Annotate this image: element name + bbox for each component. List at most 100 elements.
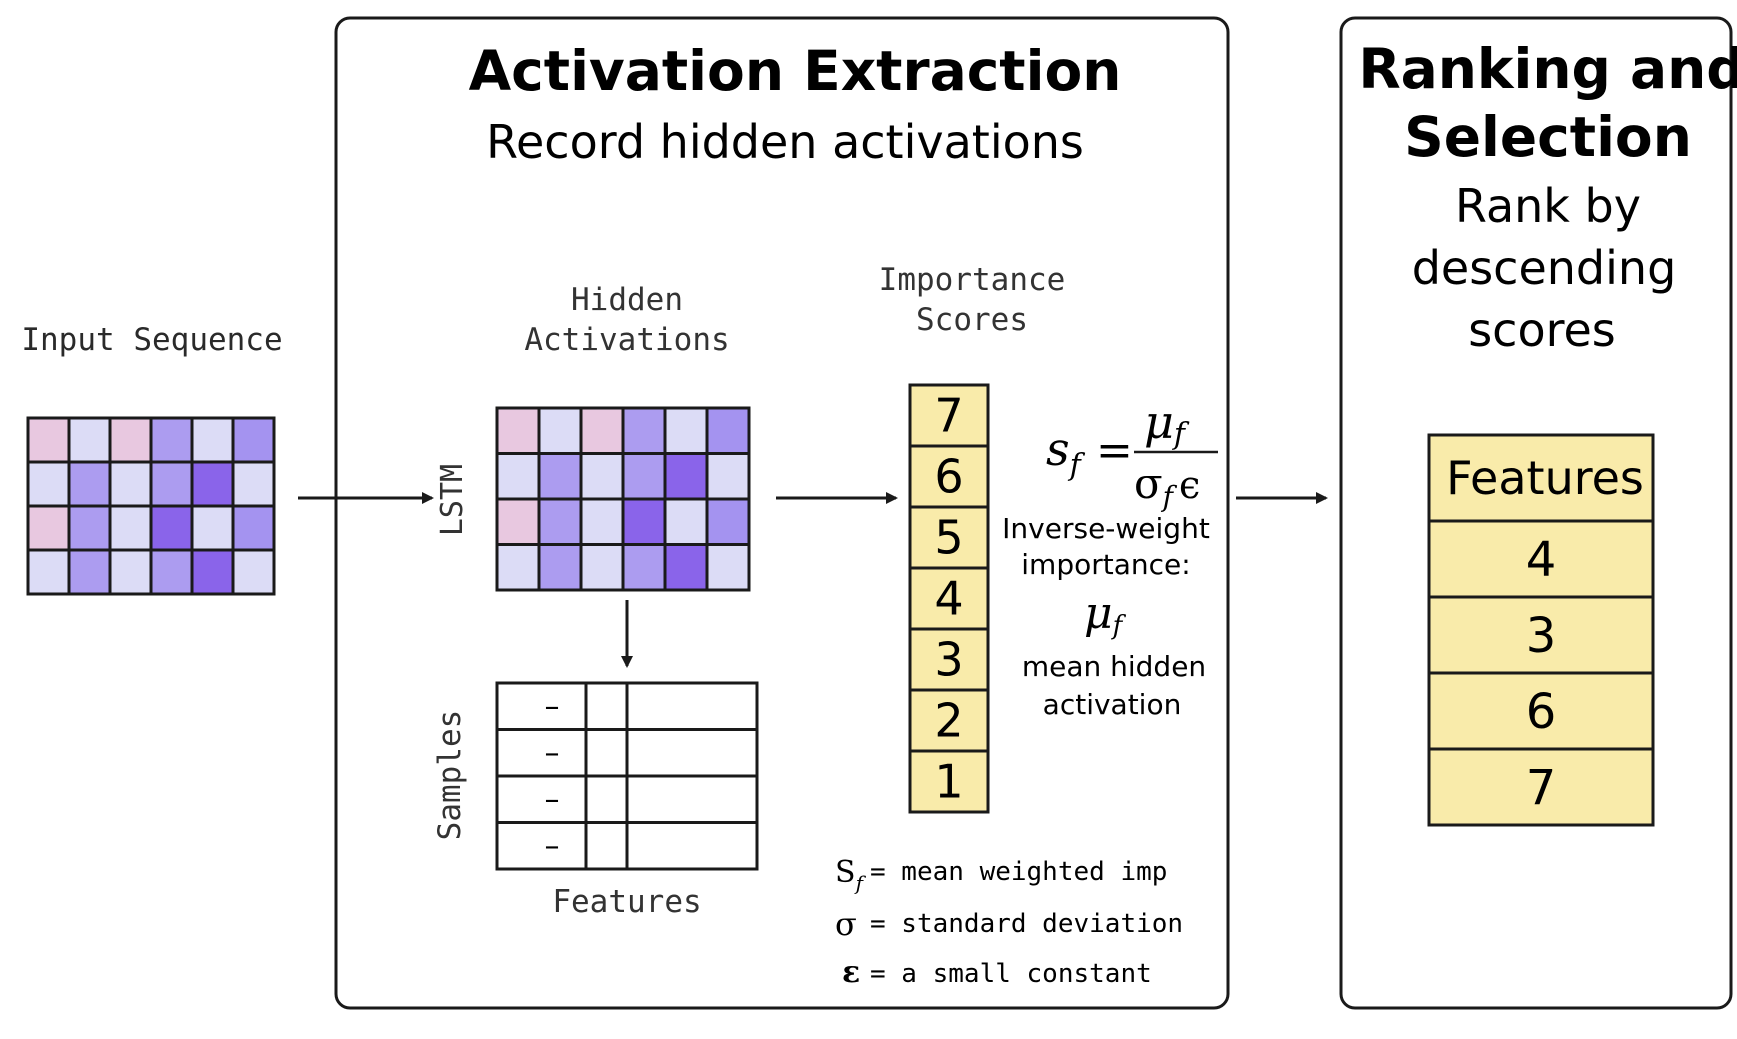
grid-cell xyxy=(67,416,112,464)
grid-cell xyxy=(537,543,583,592)
score-value: 6 xyxy=(934,450,963,504)
samples-features-table: – – – – xyxy=(495,681,759,871)
samples-label: Samples xyxy=(432,710,468,841)
score-cell xyxy=(908,505,990,570)
legend-symbol-sf: S xyxy=(835,855,856,890)
ranking-row-cell xyxy=(1427,671,1655,751)
grid-cell xyxy=(149,460,194,508)
grid-cell xyxy=(190,504,235,552)
formula-description-line2: importance: xyxy=(1021,548,1190,581)
grid-cell xyxy=(579,406,625,455)
grid-cell xyxy=(621,452,667,501)
grid-cell xyxy=(231,504,276,552)
grid-cell xyxy=(149,504,194,552)
ranking-header-label: Features xyxy=(1446,451,1644,505)
grid-cell xyxy=(495,543,541,592)
grid-cell xyxy=(231,460,276,508)
grid-cell xyxy=(705,452,751,501)
grid-cell xyxy=(663,406,709,455)
grid-cell xyxy=(108,416,153,464)
grid-cell xyxy=(537,406,583,455)
input-sequence-grid xyxy=(26,416,276,596)
grid-cell xyxy=(705,406,751,455)
legend-text-sf: = mean weighted imp xyxy=(870,857,1167,887)
grid-cell xyxy=(537,497,583,546)
grid-cell xyxy=(231,416,276,464)
grid-cell xyxy=(108,548,153,596)
mu-description-line1: mean hidden xyxy=(1022,650,1206,683)
activation-extraction-title: Activation Extraction xyxy=(469,39,1122,103)
grid-cell xyxy=(149,416,194,464)
formula-denominator-epsilon: ϵ xyxy=(1179,463,1200,507)
grid-cell xyxy=(495,406,541,455)
grid-cell xyxy=(621,497,667,546)
grid-cell xyxy=(579,543,625,592)
grid-cell xyxy=(705,543,751,592)
ranking-row-value: 6 xyxy=(1526,684,1557,740)
score-cell xyxy=(908,383,990,448)
ranking-subtitle-line3: scores xyxy=(1468,303,1616,357)
ranking-row-value: 7 xyxy=(1526,760,1557,816)
score-value: 2 xyxy=(934,694,963,748)
legend-text-sigma: = standard deviation xyxy=(870,909,1183,939)
grid-cell xyxy=(190,460,235,508)
grid-cell xyxy=(26,416,71,464)
score-value: 7 xyxy=(934,389,963,443)
grid-cell xyxy=(26,460,71,508)
grid-cell xyxy=(67,460,112,508)
legend-text-epsilon: = a small constant xyxy=(870,959,1152,989)
activation-extraction-subtitle: Record hidden activations xyxy=(486,115,1084,169)
samples-row-mark: – xyxy=(545,736,560,771)
ranking-title-line1: Ranking and xyxy=(1358,37,1737,101)
grid-cell xyxy=(231,548,276,596)
grid-cell xyxy=(537,452,583,501)
formula-description-line1: Inverse-weight xyxy=(1002,512,1210,545)
hidden-activations-title-line2: Activations xyxy=(524,322,729,358)
grid-cell xyxy=(621,543,667,592)
mu-symbol: μ xyxy=(1084,588,1113,639)
formula-equals: = xyxy=(1096,425,1133,476)
grid-cell xyxy=(705,497,751,546)
grid-cell xyxy=(190,416,235,464)
score-cell xyxy=(908,749,990,814)
grid-cell xyxy=(621,406,667,455)
grid-cell xyxy=(495,452,541,501)
score-value: 3 xyxy=(934,633,963,687)
formula-numerator: μ xyxy=(1144,395,1174,449)
input-sequence-title: Input Sequence xyxy=(21,322,282,358)
grid-cell xyxy=(67,504,112,552)
lstm-label: LSTM xyxy=(435,464,470,536)
grid-cell xyxy=(26,504,71,552)
grid-cell xyxy=(26,548,71,596)
ranking-title-line2: Selection xyxy=(1404,105,1692,169)
grid-cell xyxy=(108,460,153,508)
formula-lhs: s xyxy=(1046,422,1070,476)
importance-scores-title-line2: Scores xyxy=(916,302,1028,338)
ranking-row-cell xyxy=(1427,595,1655,675)
grid-cell xyxy=(190,548,235,596)
features-axis-label: Features xyxy=(552,884,701,920)
grid-cell xyxy=(579,497,625,546)
importance-scores-title-line1: Importance xyxy=(879,262,1066,298)
ranking-row-cell xyxy=(1427,519,1655,599)
grid-cell xyxy=(149,548,194,596)
grid-cell xyxy=(495,497,541,546)
score-value: 5 xyxy=(934,511,963,565)
ranking-subtitle-line2: descending xyxy=(1412,241,1677,295)
samples-row-mark: – xyxy=(545,829,560,864)
hidden-activations-title-line1: Hidden xyxy=(571,282,683,318)
symbol-legend: Sf = mean weighted imp σ = standard devi… xyxy=(835,855,1183,990)
score-value: 4 xyxy=(934,572,963,626)
legend-symbol-sigma: σ xyxy=(835,905,857,943)
formula-denominator: σ xyxy=(1134,459,1163,508)
mu-description-line2: activation xyxy=(1043,688,1182,721)
samples-row-mark: – xyxy=(545,689,560,724)
ranking-row-cell xyxy=(1427,747,1655,827)
samples-row-mark: – xyxy=(545,782,560,817)
score-cell xyxy=(908,444,990,509)
legend-symbol-epsilon: ε xyxy=(842,955,860,990)
grid-cell xyxy=(663,452,709,501)
